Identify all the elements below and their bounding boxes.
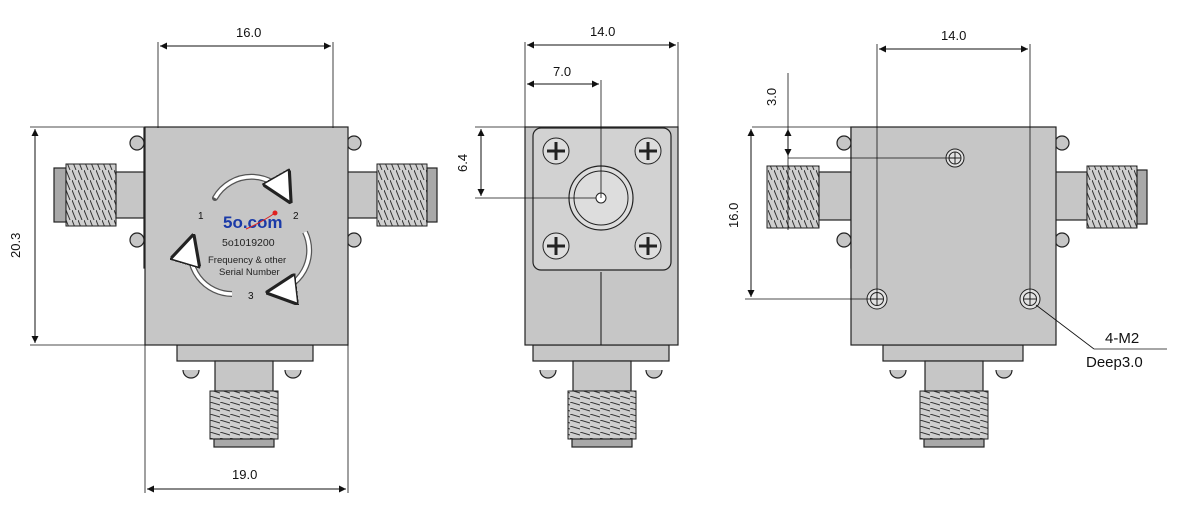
logo-text: 5o.com [223, 213, 283, 232]
label-artwork: 5o.com 1 2 3 5o1019200 Frequency & other… [190, 177, 313, 302]
front-bottom-connector [176, 344, 314, 448]
label-line-1: Frequency & other [208, 255, 286, 266]
label-line-2: Serial Number [219, 267, 280, 278]
dim-side-center: 7.0 [553, 64, 571, 79]
back-bottom-connector [882, 344, 1024, 448]
dim-front-bottom-width: 19.0 [232, 467, 257, 482]
front-body [144, 126, 349, 346]
front-dimensions: 16.0 20.3 19.0 [8, 25, 349, 493]
dim-side-offset: 6.4 [455, 154, 470, 172]
callout-depth: Deep3.0 [1086, 354, 1143, 371]
dim-front-height: 20.3 [8, 233, 23, 258]
side-dimensions: 14.0 7.0 6.4 [455, 24, 679, 199]
side-view: 14.0 7.0 6.4 [455, 24, 679, 448]
front-right-connector [332, 127, 438, 269]
part-number: 5o1019200 [222, 237, 275, 249]
port-2-label: 2 [293, 211, 299, 222]
side-screws [542, 137, 662, 260]
dim-back-offset: 3.0 [764, 88, 779, 106]
back-view: 14.0 3.0 16.0 4-M2 Deep3.0 [726, 28, 1167, 448]
dim-side-width: 14.0 [590, 24, 615, 39]
front-view: 5o.com 1 2 3 5o1019200 Frequency & other… [8, 25, 438, 493]
back-dimensions: 14.0 3.0 16.0 4-M2 Deep3.0 [726, 28, 1167, 371]
back-right-connector [1040, 127, 1148, 269]
dim-front-width: 16.0 [236, 25, 261, 40]
port-3-label: 3 [248, 291, 254, 302]
back-left-connector [766, 127, 866, 269]
callout-holes: 4-M2 [1105, 330, 1139, 347]
port-1-label: 1 [198, 211, 204, 222]
front-left-connector [53, 127, 159, 269]
dim-back-height: 16.0 [726, 203, 741, 228]
dim-back-width: 14.0 [941, 28, 966, 43]
side-bottom-connector [532, 344, 670, 448]
